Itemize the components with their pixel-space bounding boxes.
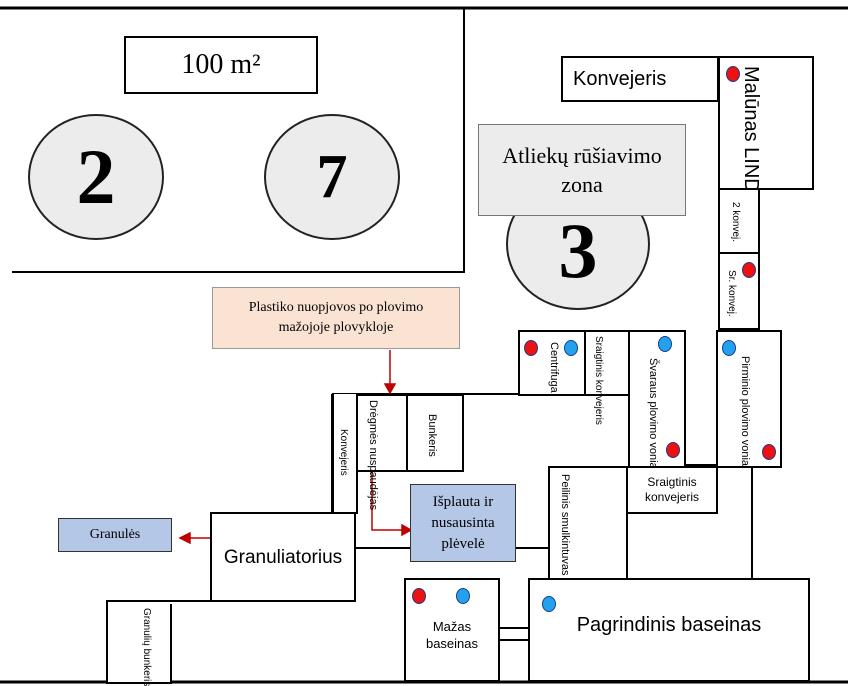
sorting-zone-label: Atliekų rūšiavimo zona: [502, 143, 662, 197]
blue-marker: [564, 340, 578, 356]
konvej-2: 2 konvej.: [718, 188, 760, 254]
red-marker: [726, 66, 740, 82]
bunkeris-label: Bunkeris: [426, 413, 438, 457]
svaraus-plovimo-vonia-label: Švaraus plovimo vonia: [647, 358, 659, 469]
centrifuga-label: Centrifuga: [548, 342, 560, 393]
malunas-linder-label: Malūnas LINDER: [740, 66, 762, 221]
granuliu-bunkeris: Granulių bunkeris: [106, 600, 172, 686]
arrow-granules-head: [178, 531, 191, 545]
konvejeris-top: Konvejeris: [561, 56, 719, 102]
sraigtinis-konvejeris-horizontal-label: Sraigtinis konvejeris: [644, 475, 700, 504]
plastic-scraps-note-text: Plastiko nuopjovos po plovimo mažojoje p…: [248, 300, 424, 335]
blue-marker: [542, 596, 556, 612]
red-marker: [742, 262, 756, 278]
pagrindinis-baseinas: Pagrindinis baseinas: [528, 578, 810, 682]
konvejeris-left-label: Konvejeris: [338, 428, 349, 476]
konvejeris-top-label: Konvejeris: [573, 67, 667, 90]
area-label-box: 100 m²: [124, 36, 318, 94]
machine-7-circle: 7: [264, 114, 400, 240]
pagrindinis-baseinas-label: Pagrindinis baseinas: [576, 614, 762, 636]
sorting-zone: Atliekų rūšiavimo zona: [478, 124, 686, 216]
machine-3-number: 3: [558, 207, 598, 294]
dregmes-nuspaudejas-label: Drėgmės nuspaudėjas: [367, 400, 379, 511]
bunkeris: Bunkeris: [406, 394, 464, 472]
area-label: 100 m²: [181, 49, 261, 80]
machine-7-number: 7: [316, 142, 348, 211]
washed-film-note-text: Išplauta ir nusausinta plėvelė: [431, 493, 495, 552]
granuliatorius: Granuliatorius: [210, 512, 356, 604]
pirminio-plovimo-vonia-label: Pirminio plovimo vonia: [739, 356, 751, 467]
granuliu-bunkeris-label: Granulių bunkeris: [141, 608, 152, 686]
machine-2-number: 2: [76, 133, 116, 220]
granules-note-text: Granulės: [89, 527, 141, 542]
konvej-2-label: 2 konvej.: [730, 201, 741, 243]
blue-marker: [658, 336, 672, 352]
washed-film-note: Išplauta ir nusausinta plėvelė: [410, 484, 516, 562]
arrow-washed-head: [401, 523, 413, 537]
machine-2-circle: 2: [28, 114, 164, 240]
red-marker: [762, 444, 776, 460]
granuliatorius-base-line: [170, 600, 356, 604]
blue-marker: [456, 588, 470, 604]
sraigtinis-konvejeris-vertical: Sraigtinis konvejeris: [584, 330, 630, 425]
dregmes-nuspaudejas: Drėgmės nuspaudėjas: [356, 394, 408, 511]
red-marker: [666, 442, 680, 458]
mazas-baseinas-label: Mažas baseinas: [425, 619, 479, 651]
red-marker: [524, 340, 538, 356]
granuliatorius-label: Granuliatorius: [223, 547, 343, 568]
sraigtinis-konvejeris-horizontal: Sraigtinis konvejeris: [626, 466, 718, 514]
room-100m2-outline: [12, 8, 465, 273]
peilinis-smulkintuvas-label: Peilinis smulkintuvas: [559, 474, 571, 576]
blue-marker: [722, 340, 736, 356]
red-marker: [412, 588, 426, 604]
peilinis-smulkintuvas: Peilinis smulkintuvas: [548, 466, 628, 580]
plastic-scraps-note: Plastiko nuopjovos po plovimo mažojoje p…: [212, 287, 460, 349]
arrow-washed-path: [371, 470, 404, 531]
granules-note: Granulės: [58, 518, 172, 552]
konvejeris-left: Konvejeris: [332, 394, 358, 514]
arrow-plastic-head: [383, 383, 397, 395]
sraigtinis-konvejeris-vertical-label: Sraigtinis konvejeris: [593, 336, 604, 425]
sr-konvej-label: Sr. konvej.: [726, 269, 737, 317]
